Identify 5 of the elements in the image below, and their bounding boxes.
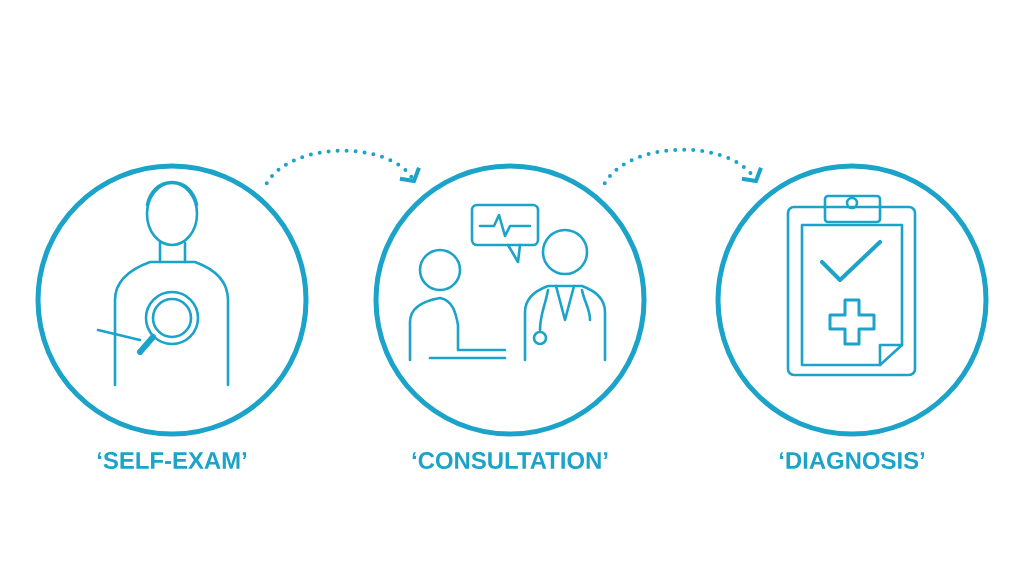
- dotted-arrow: [264, 148, 421, 186]
- node-label: ‘DIAGNOSIS’: [779, 452, 925, 469]
- dotted-arrow: [602, 147, 763, 186]
- node-label: ‘CONSULTATION’: [412, 452, 608, 469]
- node-label: ‘SELF-EXAM’: [97, 452, 247, 469]
